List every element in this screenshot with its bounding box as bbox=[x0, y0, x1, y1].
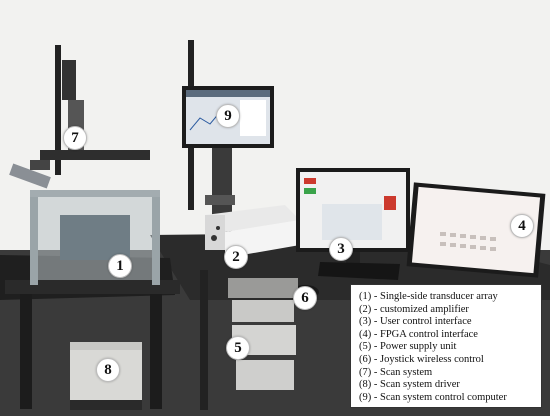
legend-item: (7) - Scan system bbox=[359, 366, 433, 378]
legend-item: (9) - Scan system control computer bbox=[359, 391, 507, 403]
callout-transducer-array: 1 bbox=[108, 254, 132, 278]
callout-joystick: 6 bbox=[293, 286, 317, 310]
legend-item: (2) - customized amplifier bbox=[359, 303, 469, 315]
legend-item: (1) - Single-side transducer array bbox=[359, 291, 498, 302]
legend-item: (8) - Scan system driver bbox=[359, 379, 460, 391]
callout-amplifier: 2 bbox=[224, 245, 248, 269]
callout-scan-control-computer: 9 bbox=[216, 104, 240, 128]
callout-scan-system: 7 bbox=[63, 126, 87, 150]
callout-fpga-control-interface: 4 bbox=[510, 214, 534, 238]
callout-power-supply: 5 bbox=[226, 336, 250, 360]
legend-item: (3) - User control interface bbox=[359, 316, 472, 328]
legend-item: (6) - Joystick wireless control bbox=[359, 353, 484, 365]
callout-user-control-interface: 3 bbox=[329, 237, 353, 261]
legend-item: (5) - Power supply unit bbox=[359, 341, 457, 353]
callout-scan-system-driver: 8 bbox=[96, 358, 120, 382]
component-legend: (1) - Single-side transducer array (2) -… bbox=[350, 284, 542, 408]
legend-item: (4) - FPGA control interface bbox=[359, 328, 478, 340]
